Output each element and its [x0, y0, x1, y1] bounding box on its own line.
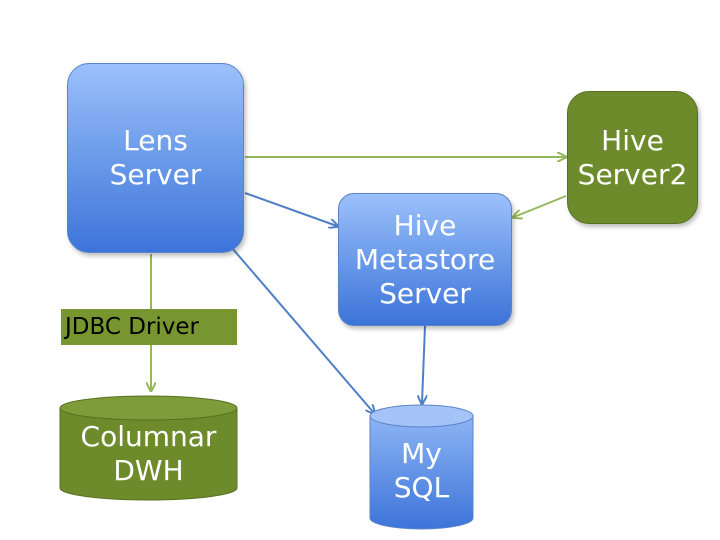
- mysql-label-line2: SQL: [393, 471, 450, 504]
- hive-server2-label-line2: Server2: [577, 157, 688, 191]
- edge-metastore-to-mysql: [422, 325, 425, 403]
- mysql-label: My SQL: [370, 437, 473, 505]
- lens-server-node: Lens Server: [67, 63, 244, 253]
- hive-server2-node: Hive Server2: [567, 91, 698, 224]
- lens-server-label-line2: Server: [109, 158, 202, 191]
- mysql-cylinder: [369, 404, 474, 530]
- metastore-label-line1: Hive: [393, 208, 457, 242]
- columnar-dwh-label-line1: Columnar: [80, 420, 217, 453]
- columnar-dwh-label-line2: DWH: [113, 454, 184, 487]
- edge-lens-to-mysql: [231, 247, 374, 413]
- metastore-label-line3: Server: [379, 276, 471, 310]
- hive-server2-label-line1: Hive: [601, 123, 664, 157]
- columnar-dwh-label: Columnar DWH: [60, 420, 237, 488]
- jdbc-driver-label: JDBC Driver: [61, 309, 237, 345]
- lens-server-label-line1: Lens: [123, 124, 188, 157]
- metastore-label-line2: Metastore: [354, 242, 496, 276]
- hive-metastore-server-node: Hive Metastore Server: [338, 193, 512, 326]
- mysql-label-line1: My: [401, 437, 442, 470]
- edge-hive-server2-to-metastore: [514, 195, 567, 217]
- edge-lens-to-metastore: [244, 192, 337, 226]
- columnar-dwh-cylinder: [59, 395, 238, 501]
